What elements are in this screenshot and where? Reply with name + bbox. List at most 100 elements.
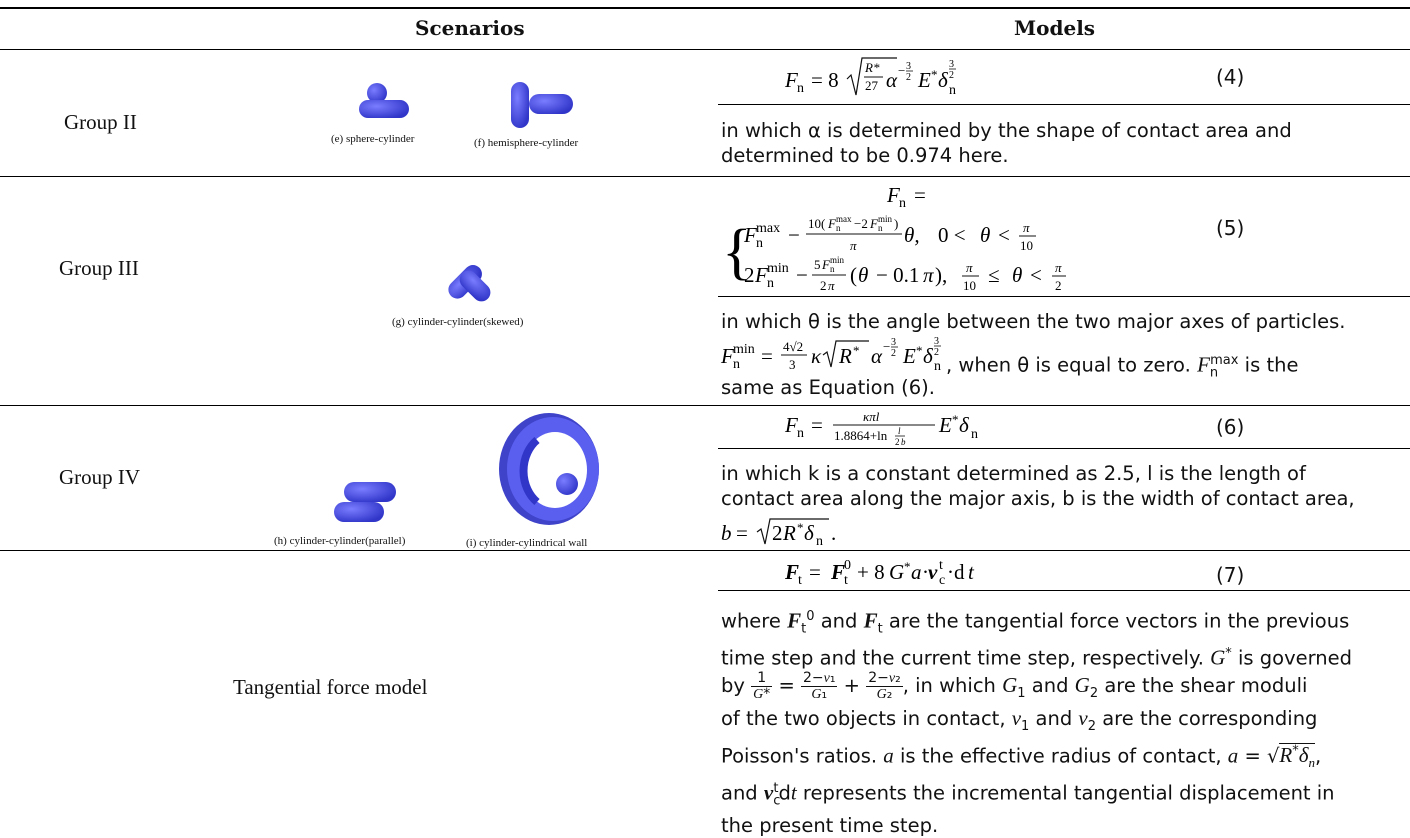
group-name: Group IV (59, 465, 141, 489)
svg-text:θ: θ (1012, 263, 1022, 287)
svg-text:n: n (934, 359, 941, 374)
svg-text:min: min (878, 214, 893, 224)
svg-text:2: 2 (772, 521, 783, 545)
svg-text:max: max (836, 214, 852, 224)
description-fragment: , when θ is equal to zero. Fnmax is the (946, 352, 1299, 381)
svg-text:=: = (761, 344, 773, 368)
svg-text:G: G (889, 560, 904, 584)
svg-text:*: * (916, 343, 923, 358)
image-caption: (f) hemisphere-cylinder (474, 137, 579, 149)
svg-text:b: b (721, 521, 732, 545)
svg-text:*: * (904, 559, 911, 574)
group-name: Group II (64, 110, 137, 134)
group-description: where Ft0 and Ft are the tangential forc… (721, 608, 1353, 838)
svg-text:δ: δ (938, 68, 949, 92)
svg-text:−: − (796, 263, 808, 287)
svg-text:κ: κ (811, 344, 822, 368)
svg-text:−2: −2 (854, 216, 868, 231)
svg-text:*: * (952, 412, 959, 427)
svg-text:2: 2 (949, 70, 954, 81)
svg-text:=: = (914, 183, 926, 207)
svg-text:4√2: 4√2 (783, 339, 803, 354)
svg-text:n: n (756, 236, 763, 251)
equation-6: F n = κπl 1.8864+ln l 2 b E * δ n (784, 409, 978, 447)
description-fragment: same as Equation (6). (721, 376, 935, 399)
row-rule (0, 176, 1410, 177)
image-caption: (i) cylinder-cylindrical wall (466, 537, 588, 549)
image-caption: (h) cylinder-cylinder(parallel) (274, 535, 406, 547)
svg-text:F: F (869, 216, 879, 231)
top-rule (0, 7, 1410, 9)
image-caption: (e) sphere-cylinder (331, 133, 415, 145)
group-description: in which θ is the angle between the two … (721, 310, 1346, 333)
svg-text:n: n (971, 427, 978, 442)
svg-text:F: F (720, 344, 734, 368)
svg-text:−: − (883, 339, 890, 354)
svg-text:5: 5 (814, 257, 821, 272)
svg-text:n: n (797, 426, 804, 441)
svg-text:F: F (886, 183, 900, 207)
eq-rule (718, 104, 1410, 105)
svg-text:n: n (878, 223, 883, 233)
svg-text:α: α (871, 344, 883, 368)
svg-text:θ,: θ, (904, 223, 920, 247)
eq-rule (718, 448, 1410, 449)
svg-text:0 <: 0 < (938, 223, 966, 247)
svg-text:F: F (784, 68, 798, 92)
svg-text:min: min (830, 255, 845, 265)
equation-number: (6) (1216, 415, 1245, 439)
fmin-formula: F n min = 4√2 3 κ R * α − 3 2 E * δ 3 2 … (720, 336, 941, 374)
svg-text:R: R (838, 344, 852, 368)
svg-text:F: F (784, 560, 799, 584)
svg-text:R*: R* (864, 60, 880, 75)
svg-text:F: F (784, 413, 798, 437)
svg-text:π: π (1055, 260, 1062, 275)
svg-text:<: < (1030, 263, 1042, 287)
svg-text:E: E (902, 344, 916, 368)
svg-text:10: 10 (963, 278, 976, 293)
svg-text:π: π (850, 238, 857, 253)
svg-text:π: π (1023, 220, 1030, 235)
image-caption: (g) cylinder-cylinder(skewed) (392, 316, 524, 328)
svg-text:t: t (798, 573, 802, 588)
models-header: Models (1014, 16, 1096, 40)
svg-text:3: 3 (949, 59, 954, 70)
svg-text:3: 3 (789, 357, 796, 372)
svg-text:−: − (788, 223, 800, 247)
svg-text:n: n (733, 357, 740, 372)
hemisphere-cylinder-illustration (511, 82, 573, 128)
equation-4: F n = 8 R* 27 α − 3 2 E * δ 3 2 n (784, 57, 956, 98)
eq-rule (718, 296, 1410, 297)
svg-text:n: n (836, 223, 841, 233)
svg-text:E: E (938, 413, 952, 437)
svg-text:min: min (767, 261, 789, 276)
svg-text:.: . (831, 521, 836, 545)
svg-text:κπl: κπl (863, 409, 880, 424)
svg-text:2: 2 (1055, 278, 1062, 293)
svg-text:max: max (756, 221, 780, 236)
eq-rule (718, 590, 1410, 591)
svg-text:δ: δ (923, 344, 934, 368)
scenarios-header: Scenarios (415, 16, 525, 40)
svg-text:3: 3 (934, 336, 939, 347)
group-description: in which k is a constant determined as 2… (721, 462, 1355, 510)
svg-text:1.8864+ln: 1.8864+ln (834, 428, 888, 443)
svg-text:2: 2 (744, 263, 755, 287)
svg-text:=: = (809, 560, 821, 584)
row-rule (0, 550, 1410, 551)
svg-text:F: F (743, 223, 757, 247)
b-formula: b = 2 R * δ n . (721, 518, 836, 549)
svg-text:b: b (901, 437, 906, 447)
svg-text:F: F (821, 257, 831, 272)
skewed-cylinders-illustration (448, 265, 491, 302)
header-rule (0, 49, 1410, 50)
equation-number: (4) (1216, 65, 1245, 89)
svg-text:− 0.1: − 0.1 (876, 263, 919, 287)
row-rule (0, 405, 1410, 406)
svg-text:π: π (966, 260, 973, 275)
sphere-cylinder-illustration (359, 83, 409, 118)
svg-text:·d: ·d (947, 560, 965, 584)
svg-text:δ: δ (959, 413, 970, 437)
equation-5: F n = { F n max − 10( F max n −2 F min n… (722, 183, 1066, 293)
svg-text:n: n (949, 83, 956, 98)
